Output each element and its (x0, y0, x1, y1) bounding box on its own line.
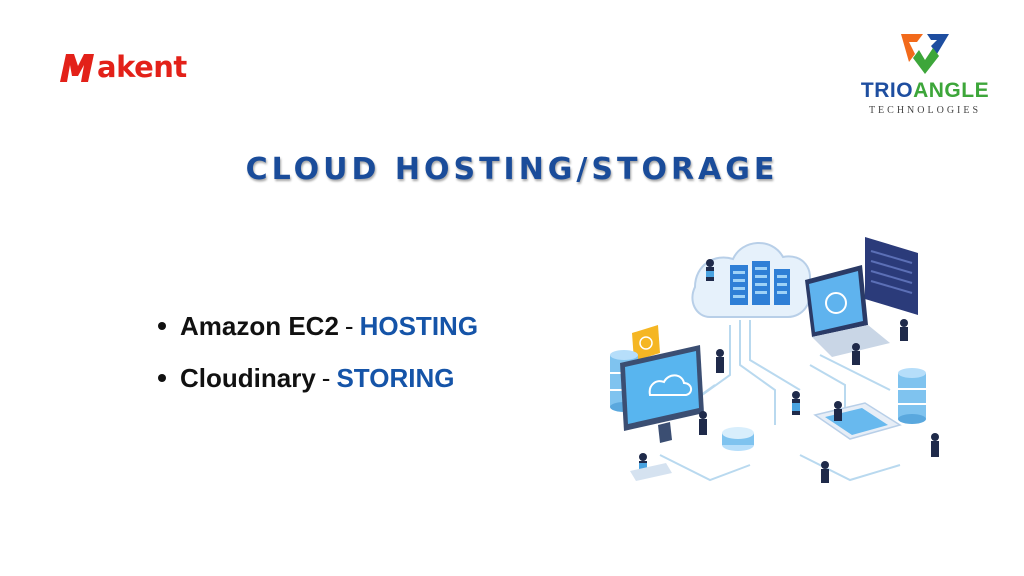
list-item: Amazon EC2 - HOSTING (158, 300, 478, 352)
page-title: CLOUD HOSTING/STORAGE (245, 152, 779, 187)
trioangle-mark-icon (901, 34, 949, 74)
makent-logo: akent (58, 50, 187, 84)
service-list: Amazon EC2 - HOSTING Cloudinary - STORIN… (158, 300, 478, 404)
trioangle-name-angle: ANGLE (913, 79, 990, 102)
trioangle-name-trio: TRIO (860, 79, 914, 102)
service-role: HOSTING (359, 311, 479, 341)
cloud-hosting-illustration-icon (610, 237, 939, 483)
trioangle-logo: TRIOANGLE TECHNOLOGIES (840, 28, 1010, 123)
service-role: STORING (336, 363, 455, 393)
makent-m-icon (60, 54, 94, 82)
trioangle-name: TRIOANGLE (840, 80, 1010, 102)
makent-logo-text: akent (97, 50, 187, 84)
list-item: Cloudinary - STORING (158, 352, 478, 404)
bullet-dot-icon (158, 374, 166, 382)
service-name: Cloudinary (180, 363, 316, 393)
separator: - (321, 363, 331, 393)
separator: - (344, 311, 354, 341)
trioangle-subtitle: TECHNOLOGIES (868, 105, 982, 116)
service-name: Amazon EC2 (180, 311, 339, 341)
bullet-dot-icon (158, 322, 166, 330)
